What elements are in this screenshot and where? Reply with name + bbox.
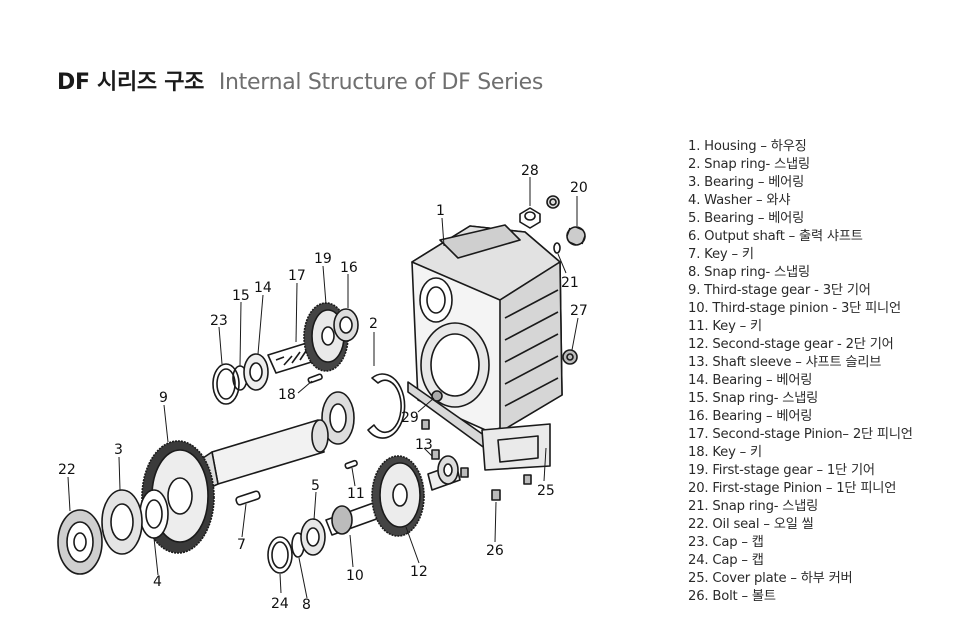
legend-item: 8. Snap ring- 스냅링 (688, 265, 810, 280)
callout-25: 25 (537, 483, 555, 499)
legend-item: 5. Bearing – 베어링 (688, 211, 805, 226)
callout-23: 23 (210, 313, 228, 329)
callout-17: 17 (288, 268, 306, 284)
callout-26: 26 (486, 543, 504, 559)
callout-12: 12 (410, 564, 428, 580)
bearing-5 (300, 518, 326, 556)
first-stage-pinion-20 (546, 195, 586, 246)
callout-5: 5 (311, 478, 320, 494)
cap-24 (267, 536, 293, 574)
callout-4: 4 (153, 574, 162, 590)
callout-14: 14 (254, 280, 272, 296)
legend-item: 13. Shaft sleeve – 샤프트 슬리브 (688, 355, 882, 370)
legend-item: 24. Cap – 캡 (688, 553, 764, 568)
output-shaft (199, 419, 329, 491)
callout-22: 22 (58, 462, 76, 478)
shaft-sleeve-13 (427, 455, 461, 491)
legend-item: 3. Bearing – 베어링 (688, 175, 805, 190)
callout-numbers: 1 2 3 4 5 7 8 9 10 11 12 13 14 15 16 17 … (58, 163, 588, 613)
legend-item: 17. Second-stage Pinion– 2단 피니언 (688, 427, 913, 442)
callout-27: 27 (570, 303, 588, 319)
callout-9: 9 (159, 390, 168, 406)
legend-item: 21. Snap ring- 스냅링 (688, 499, 819, 514)
cap-28 (519, 207, 541, 229)
legend-item: 4. Washer – 와샤 (688, 193, 791, 208)
legend-item: 18. Key – 키 (688, 445, 762, 460)
callout-13: 13 (415, 437, 433, 453)
legend-item: 22. Oil seal – 오일 씰 (688, 517, 814, 532)
legend-item: 2. Snap ring- 스냅링 (688, 157, 810, 172)
bearing-14 (243, 353, 269, 391)
callout-21: 21 (561, 275, 579, 291)
housing-part (407, 224, 563, 471)
cap-23 (212, 363, 240, 405)
legend-item: 6. Output shaft – 출력 샤프트 (688, 229, 863, 244)
legend-item: 9. Third-stage gear - 3단 기어 (688, 283, 871, 298)
callout-24: 24 (271, 596, 289, 612)
callout-11: 11 (347, 486, 365, 502)
bolt-29 (431, 390, 443, 402)
legend-item: 7. Key – 키 (688, 247, 754, 262)
callout-15: 15 (232, 288, 250, 304)
legend-item: 1. Housing – 하우징 (688, 139, 807, 154)
legend-item: 10. Third-stage pinion - 3단 피니언 (688, 301, 901, 316)
callout-7: 7 (237, 537, 246, 553)
legend-item: 20. First-stage Pinion – 1단 피니언 (688, 481, 897, 496)
callout-28: 28 (521, 163, 539, 179)
legend-item: 16. Bearing – 베어링 (688, 409, 813, 424)
callout-18: 18 (278, 387, 296, 403)
legend-item: 14. Bearing – 베어링 (688, 373, 813, 388)
legend-item: 15. Snap ring- 스냅링 (688, 391, 819, 406)
washer-4 (139, 489, 169, 539)
legend-item: 12. Second-stage gear - 2단 기어 (688, 337, 894, 352)
key-11 (344, 459, 358, 470)
bearing-near-shaft (321, 391, 355, 445)
title-english: Internal Structure of DF Series (218, 70, 544, 95)
title-korean: DF 시리즈 구조 (57, 70, 205, 95)
small-bolts (421, 419, 532, 485)
bearing-3 (101, 489, 143, 555)
callout-16: 16 (340, 260, 358, 276)
legend-item: 25. Cover plate – 하부 커버 (688, 571, 853, 586)
legend-item: 26. Bolt – 볼트 (688, 589, 776, 604)
bearing-16 (333, 308, 359, 342)
legend-item: 19. First-stage gear – 1단 기어 (688, 463, 875, 478)
key-18 (307, 373, 323, 384)
oil-seal-22 (57, 509, 103, 575)
callout-1: 1 (436, 203, 445, 219)
callout-3: 3 (114, 442, 123, 458)
callout-29: 29 (401, 410, 419, 426)
snap-ring-21 (553, 242, 561, 254)
second-stage-gear-12 (371, 455, 425, 537)
legend-item: 23. Cap – 캡 (688, 535, 764, 550)
callout-10: 10 (346, 568, 364, 584)
parts-legend: 1. Housing – 하우징 2. Snap ring- 스냅링 3. Be… (688, 138, 913, 606)
callout-8: 8 (302, 597, 311, 613)
bolt-26 (491, 489, 501, 501)
callout-2: 2 (369, 316, 378, 332)
callout-19: 19 (314, 251, 332, 267)
page-title: DF 시리즈 구조 Internal Structure of DF Serie… (57, 64, 543, 96)
callout-20: 20 (570, 180, 588, 196)
cap-27 (562, 349, 578, 365)
legend-item: 11. Key – 키 (688, 319, 762, 334)
snap-ring-2 (367, 373, 406, 439)
key-7 (235, 490, 261, 506)
leader-lines (67, 177, 579, 599)
